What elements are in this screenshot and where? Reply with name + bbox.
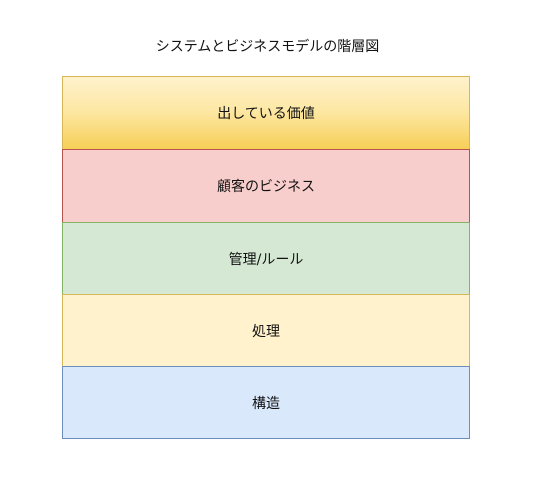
layer-value: 出している価値 [62, 76, 470, 150]
layer-structure-label: 構造 [252, 395, 280, 412]
layer-management-rules: 管理/ルール [62, 222, 470, 295]
layer-customer-business-label: 顧客のビジネス [217, 179, 315, 195]
layer-processing: 処理 [62, 294, 470, 367]
layer-customer-business: 顧客のビジネス [62, 149, 470, 223]
layer-management-rules-label: 管理/ルール [228, 251, 304, 268]
layer-stack: 出している価値 顧客のビジネス 管理/ルール 処理 構造 [62, 76, 470, 439]
layer-value-label: 出している価値 [217, 106, 315, 122]
layer-structure: 構造 [62, 366, 470, 439]
diagram-title: システムとビジネスモデルの階層図 [155, 39, 380, 55]
layer-processing-label: 処理 [252, 323, 280, 340]
